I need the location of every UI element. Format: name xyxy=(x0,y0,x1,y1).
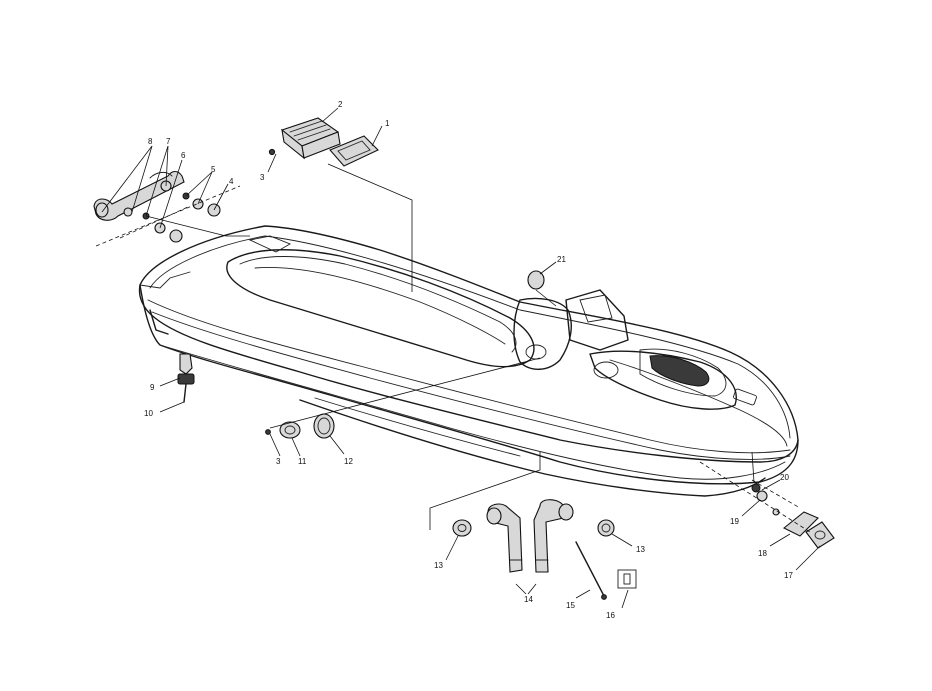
drain-plug-part xyxy=(177,353,195,403)
leader-lines xyxy=(95,107,821,609)
callout-13-right: 13 xyxy=(636,545,645,554)
callout-20: 20 xyxy=(780,473,789,482)
nut-part-13a xyxy=(452,519,472,537)
callout-13-left: 13 xyxy=(434,561,443,570)
elbow-part-14 xyxy=(486,499,574,573)
vent-gasket-part xyxy=(329,135,379,167)
callout-18: 18 xyxy=(758,549,767,558)
screw-part-3 xyxy=(268,148,276,156)
ring-part-12 xyxy=(313,413,335,439)
washer-part-20 xyxy=(751,483,780,516)
rod-part-15 xyxy=(575,541,605,597)
callout-3-top: 3 xyxy=(260,173,265,182)
screw-part-3b xyxy=(265,429,271,435)
callout-11: 11 xyxy=(298,457,307,466)
callout-21: 21 xyxy=(557,255,566,264)
callout-5: 5 xyxy=(211,165,216,174)
cap-part-21 xyxy=(527,270,545,290)
callout-labels: 1 2 3 4 5 6 7 8 9 10 3 11 12 13 13 14 15… xyxy=(144,100,793,620)
callout-9: 9 xyxy=(150,383,155,392)
callout-3-bottom: 3 xyxy=(276,457,281,466)
vent-grille-part xyxy=(280,117,341,160)
callout-17: 17 xyxy=(784,571,793,580)
callout-6: 6 xyxy=(181,151,186,160)
callout-12: 12 xyxy=(344,457,353,466)
callout-4: 4 xyxy=(229,177,234,186)
bushing-part-11 xyxy=(279,421,301,439)
callout-8: 8 xyxy=(148,137,153,146)
callout-19: 19 xyxy=(730,517,739,526)
callout-2: 2 xyxy=(338,100,343,109)
hull xyxy=(138,225,799,497)
callout-16: 16 xyxy=(606,611,615,620)
callout-14: 14 xyxy=(524,595,533,604)
plate-part-18 xyxy=(782,511,819,537)
decal-part-16 xyxy=(617,569,637,589)
nut-part-13b xyxy=(597,519,615,537)
callout-10: 10 xyxy=(144,409,153,418)
fitting-part-17 xyxy=(805,521,835,549)
callout-15: 15 xyxy=(566,601,575,610)
callout-1: 1 xyxy=(385,119,390,128)
callout-7: 7 xyxy=(166,137,171,146)
